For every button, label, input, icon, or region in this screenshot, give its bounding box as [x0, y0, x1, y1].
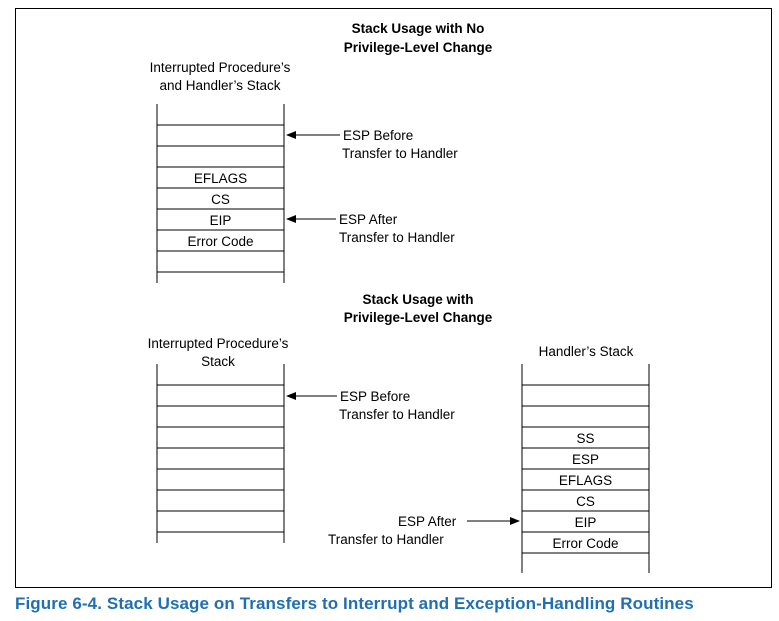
- figure-caption: Figure 6-4. Stack Usage on Transfers to …: [15, 594, 694, 613]
- bottom-left-stack-label-line2: Stack: [201, 354, 235, 369]
- top-stack-label-line2: and Handler’s Stack: [159, 78, 281, 93]
- bottom-esp-before-line2: Transfer to Handler: [339, 407, 455, 422]
- figure-frame: [15, 8, 772, 588]
- top-stack: [156, 104, 285, 283]
- bottom-right-stack-cell: CS: [576, 493, 595, 509]
- top-title-line2: Privilege-Level Change: [343, 40, 493, 55]
- top-stack-cell: EIP: [209, 212, 232, 228]
- top-stack-cell: Error Code: [187, 233, 254, 249]
- top-esp-before-line2: Transfer to Handler: [342, 146, 458, 161]
- bottom-left-stack-label-line1: Interrupted Procedure’s: [147, 336, 289, 351]
- bottom-left-stack: [156, 364, 285, 543]
- bottom-right-stack: [521, 364, 650, 573]
- bottom-right-stack-cell: EIP: [574, 514, 597, 530]
- bottom-right-stack-cell: EFLAGS: [558, 472, 613, 488]
- top-stack-cell: CS: [211, 191, 230, 207]
- bottom-title-line2: Privilege-Level Change: [343, 310, 493, 325]
- top-esp-after-line2: Transfer to Handler: [339, 230, 455, 245]
- bottom-esp-after-line1: ESP After: [398, 514, 457, 529]
- top-esp-after-line1: ESP After: [339, 212, 398, 227]
- bottom-right-stack-cell: SS: [576, 430, 595, 446]
- top-esp-before-line1: ESP Before: [343, 128, 414, 143]
- bottom-esp-before-line1: ESP Before: [340, 389, 411, 404]
- top-stack-label-line1: Interrupted Procedure’s: [149, 60, 291, 75]
- bottom-right-stack-cell: ESP: [571, 451, 599, 467]
- top-title-line1: Stack Usage with No: [351, 21, 485, 36]
- bottom-esp-after-line2: Transfer to Handler: [328, 532, 444, 547]
- bottom-title-line1: Stack Usage with: [362, 292, 474, 307]
- bottom-right-stack-cell: Error Code: [552, 535, 619, 551]
- bottom-right-stack-label: Handler’s Stack: [538, 344, 634, 359]
- top-stack-cell: EFLAGS: [193, 170, 248, 186]
